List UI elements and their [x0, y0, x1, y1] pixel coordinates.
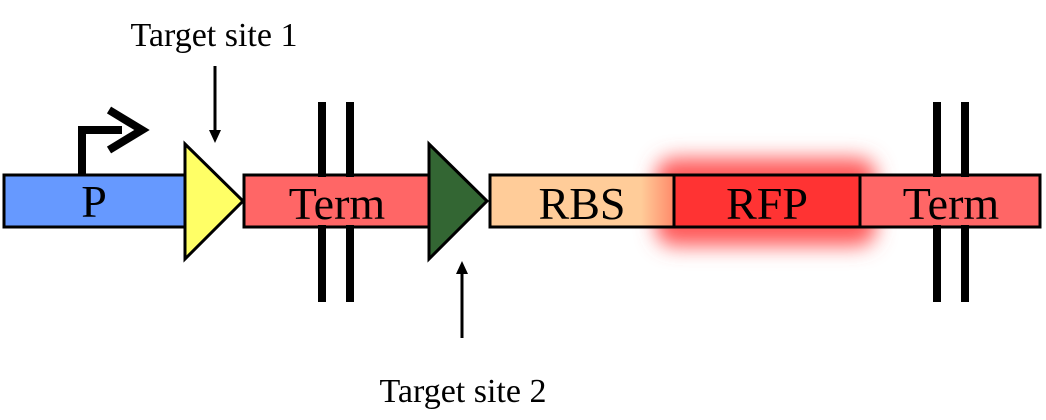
- rbs-block: [488, 173, 676, 229]
- target-site-1-triangle: [183, 140, 246, 263]
- promoter-label: P: [81, 176, 107, 227]
- promoter-block: [2, 173, 190, 229]
- terminator-1-part: Term: [242, 102, 431, 302]
- target-site-1-label: Target site 1: [131, 17, 298, 54]
- rfp-label: RFP: [726, 178, 808, 229]
- rbs-label: RBS: [539, 178, 626, 229]
- target-site-2-arrow-icon: [456, 261, 468, 338]
- terminator-2-fill-over-bars: [862, 177, 1038, 225]
- rbs-part: RBS: [488, 173, 676, 229]
- terminator-1-fill-over-bars: [246, 177, 427, 225]
- terminator-2-label: Term: [903, 178, 1000, 229]
- promoter-part: P: [2, 173, 190, 229]
- target-site-2-label: Target site 2: [380, 373, 547, 410]
- target-site-2-triangle: [427, 140, 490, 263]
- promoter-arrow-icon: [78, 106, 150, 175]
- rfp-part: RFP: [672, 173, 862, 229]
- rfp-block: [672, 173, 862, 229]
- terminator-1-label: Term: [289, 178, 386, 229]
- target-site-1-arrow-icon: [209, 66, 221, 143]
- terminator-2-part: Term: [858, 102, 1042, 302]
